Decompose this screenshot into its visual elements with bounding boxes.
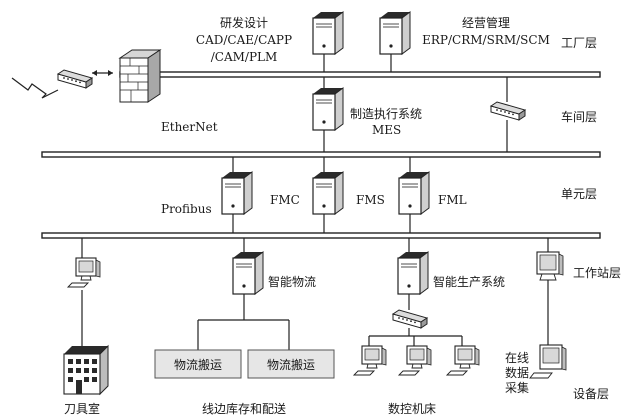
mes-label-2: MES [372,123,401,137]
rnd-server-icon [312,11,344,55]
smart-production-label: 智能生产系统 [433,274,505,289]
workshop-bus [41,151,601,158]
wireless-icon [11,77,59,99]
online-label-2: 数据 [505,365,529,380]
cnc-pc-2-icon [398,345,432,376]
tool-room-pc-icon [67,257,101,288]
tool-room-building-icon [63,344,109,396]
arrow-heads [92,70,113,76]
mes-label-1: 制造执行系统 [350,107,422,121]
firewall-icon [118,49,162,103]
biz-server-icon [379,11,411,55]
logistics-box-a [154,349,242,379]
cnc-label: 数控机床 [388,401,436,416]
layer-workstation: 工作站层 [573,266,621,280]
layer-workshop: 车间层 [561,109,597,124]
tool-room-label: 刀具室 [64,401,100,416]
online-label-1: 在线 [505,351,529,365]
profibus-label: Profibus [161,202,212,216]
rnd-label-2: CAD/CAE/CAPP [196,33,292,47]
line-storage-label: 线边库存和配送 [202,401,286,416]
logistics-b-label: 物流搬运 [267,357,315,372]
online-label-3: 采集 [505,380,529,395]
fmc-server-icon [221,171,253,215]
production-server-icon [397,251,429,295]
logistics-server-icon [232,251,264,295]
workshop-switch-icon [490,101,526,121]
layer-unit: 单元层 [561,187,597,201]
layer-factory: 工厂层 [561,36,597,50]
cnc-pc-3-icon [446,345,480,376]
fms-server-icon [312,171,344,215]
fmc-label: FMC [270,193,300,207]
smart-logistics-label: 智能物流 [268,274,316,289]
logistics-a-label: 物流搬运 [174,357,222,372]
logistics-box-b [247,349,335,379]
ethernet-label: EtherNet [161,120,218,134]
biz-label-2: ERP/CRM/SRM/SCM [422,33,550,47]
fml-server-icon [398,171,430,215]
mes-server-icon [312,87,344,131]
device-pc-icon [529,344,567,379]
fml-label: FML [438,193,467,207]
factory-bus [119,71,601,78]
unit-bus [41,232,601,239]
cnc-pc-1-icon [353,345,387,376]
layer-device: 设备层 [573,387,609,401]
modem-icon [57,69,93,89]
rnd-label-1: 研发设计 [220,15,268,30]
production-switch-icon [392,309,428,329]
workstation-terminal-icon [536,251,564,281]
fms-label: FMS [356,193,385,207]
rnd-label-3: /CAM/PLM [211,50,278,64]
biz-label-1: 经营管理 [462,15,510,30]
